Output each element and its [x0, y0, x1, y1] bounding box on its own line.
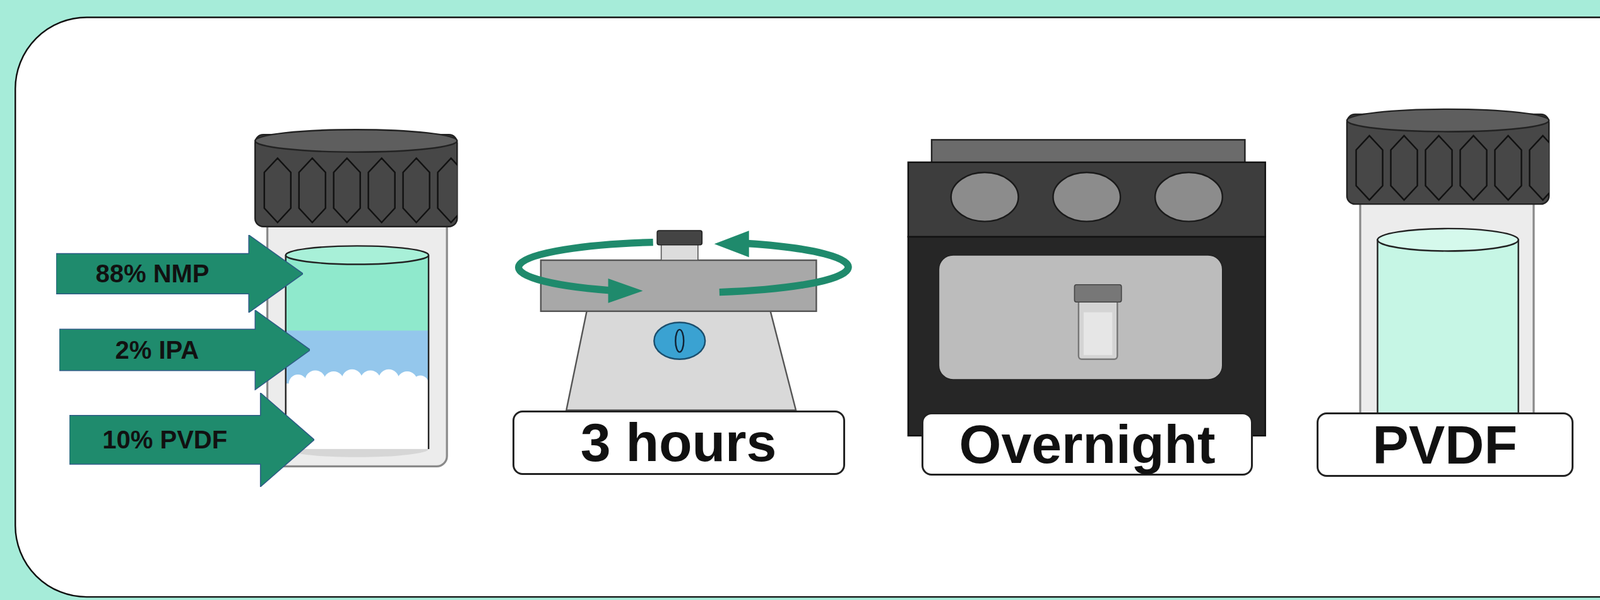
ingredient-arrow: 10% PVDF — [69, 392, 315, 487]
cap-top — [254, 129, 457, 153]
shaker — [518, 230, 849, 410]
cap-ridges — [264, 157, 458, 223]
rotation-head — [608, 278, 644, 303]
arrow-label-area: 88% NMP — [56, 253, 249, 294]
liquid-top — [1377, 228, 1519, 252]
step-label: PVDF — [1372, 413, 1518, 476]
oven-knob — [951, 172, 1019, 222]
arrow-label-area: 10% PVDF — [69, 415, 261, 464]
powder-bumps — [289, 369, 429, 393]
panel — [15, 17, 1600, 597]
cap-ridge — [1356, 135, 1383, 201]
powder-bump — [323, 371, 344, 392]
vial-liquid — [1083, 311, 1113, 355]
vial-cap — [657, 230, 702, 245]
powder-bump — [412, 375, 429, 392]
cap-ridge — [1460, 135, 1488, 201]
powder-bump — [360, 369, 381, 391]
vial-body — [1078, 299, 1118, 360]
powder-bump — [342, 369, 363, 390]
cap-top — [1346, 109, 1549, 132]
step-label-box: PVDF — [1316, 412, 1574, 477]
rotation-arc — [518, 242, 654, 291]
powder-bump — [304, 369, 326, 391]
cap-ridge — [299, 157, 326, 223]
oven-panel — [908, 162, 1266, 237]
cap-ridges — [1356, 135, 1550, 201]
cap-ridge — [368, 157, 396, 223]
powder-bump — [378, 369, 399, 390]
ingredient-label: 88% NMP — [95, 259, 209, 288]
arrow-label-area: 2% IPA — [59, 329, 255, 372]
cap-ridge — [264, 157, 291, 223]
arrow-fill — [69, 392, 315, 487]
cap-ridge — [438, 157, 458, 223]
shaker-knob — [653, 322, 706, 360]
cap-ridge — [403, 157, 430, 223]
jar-glass — [1360, 193, 1534, 441]
ingredient-arrow: 88% NMP — [56, 234, 303, 313]
liquid-top — [285, 245, 429, 264]
oven — [908, 139, 1266, 436]
ingredient-label: 10% PVDF — [102, 425, 228, 454]
oven-window — [938, 254, 1222, 380]
cap-ridge — [1391, 135, 1418, 201]
vial-cap — [1074, 284, 1121, 302]
rotation-head — [714, 230, 750, 257]
cap-ridge — [333, 157, 361, 223]
cap-ridge — [1425, 135, 1453, 201]
oven-knob — [1155, 172, 1223, 222]
nmp-layer — [285, 254, 429, 331]
cap-ridge — [1529, 135, 1549, 201]
knob-slit — [675, 329, 684, 353]
liquid-side — [427, 254, 430, 449]
arrow-fill — [59, 309, 311, 390]
ingredient-arrow: 2% IPA — [59, 309, 311, 390]
arrow-fill — [56, 234, 303, 313]
product-jar — [1346, 109, 1556, 441]
vial-body — [661, 242, 699, 261]
shaker-base — [566, 311, 796, 411]
powder-bump — [289, 374, 308, 393]
oven-top — [931, 139, 1245, 165]
ingredient-label: 2% IPA — [115, 335, 200, 365]
step-label: Overnight — [959, 412, 1216, 476]
step-label-box: 3 hours — [512, 410, 846, 475]
oven-knob — [1052, 172, 1121, 222]
step-label: 3 hours — [580, 410, 777, 474]
cap-ridge — [1494, 135, 1522, 201]
oven-body — [908, 236, 1266, 436]
pvdf-solution — [1377, 239, 1519, 431]
step-label-box: Overnight — [921, 412, 1253, 476]
